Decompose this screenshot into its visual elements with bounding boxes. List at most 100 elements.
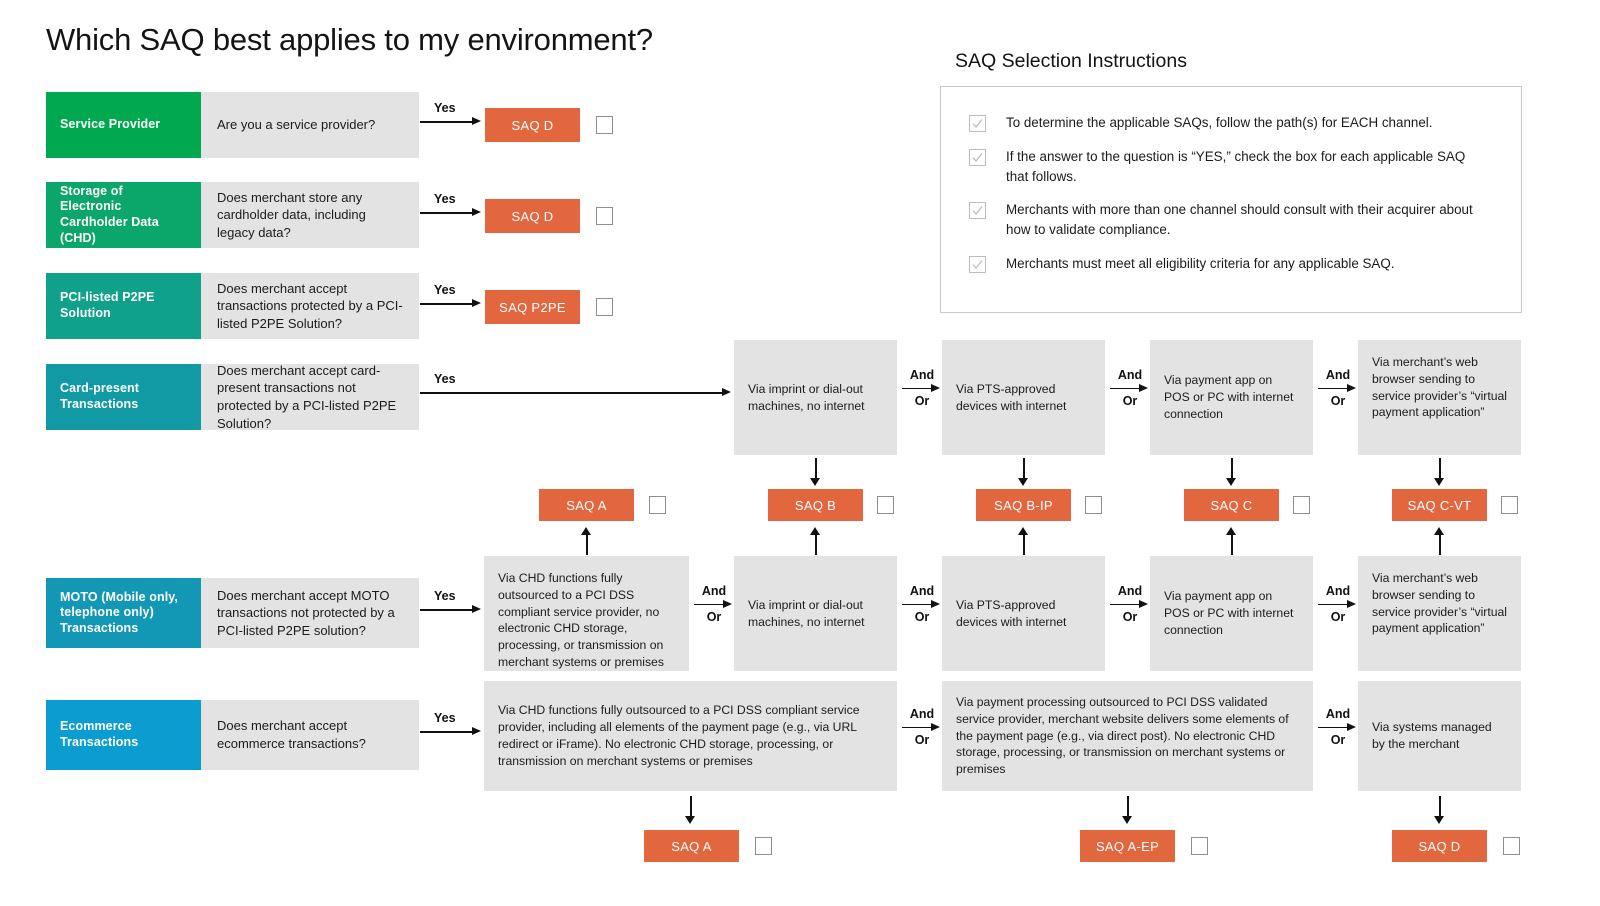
arrow-down-saq-c	[1226, 458, 1238, 486]
saq-checkbox-a-bottom[interactable]	[755, 837, 772, 855]
and-label: And	[909, 707, 935, 721]
moto-option-4: Via payment app on POS or PC with intern…	[1150, 556, 1313, 671]
and-or-connector: And Or	[693, 584, 735, 625]
yes-label: Yes	[434, 372, 456, 386]
saq-chip-a-middle[interactable]: SAQ A	[539, 489, 634, 521]
saq-chip-a-bottom[interactable]: SAQ A	[644, 830, 739, 862]
channel-question: Does merchant accept card-present transa…	[201, 363, 419, 431]
or-label: Or	[914, 393, 930, 408]
saq-chip-b-ip[interactable]: SAQ B-IP	[976, 489, 1071, 521]
and-or-connector: And Or	[901, 368, 943, 409]
saq-chip-c-vt[interactable]: SAQ C-VT	[1392, 489, 1487, 521]
channel-row-p2pe: PCI-listed P2PE Solution Does merchant a…	[46, 273, 419, 339]
moto-option-2: Via imprint or dial-out machines, no int…	[734, 556, 897, 671]
arrow-up-saq-a-middle	[581, 527, 593, 555]
yes-arrow-card-present: Yes	[420, 372, 733, 398]
channel-label: Card-present Transactions	[46, 364, 201, 430]
saq-chip-d-2[interactable]: SAQ D	[485, 199, 580, 233]
moto-option-1: Via CHD functions fully outsourced to a …	[484, 556, 689, 671]
saq-checkbox-a-ep[interactable]	[1191, 837, 1208, 855]
yes-arrow-service-provider: Yes	[420, 101, 482, 127]
saq-checkbox-d-1[interactable]	[596, 116, 613, 134]
channel-label: Ecommerce Transactions	[46, 700, 201, 770]
card-present-option-3: Via payment app on POS or PC with intern…	[1150, 340, 1313, 455]
yes-arrow-moto: Yes	[420, 589, 482, 615]
saq-chip-d-bottom[interactable]: SAQ D	[1392, 830, 1487, 862]
channel-label: PCI-listed P2PE Solution	[46, 273, 201, 339]
yes-label: Yes	[434, 101, 456, 115]
arrow-up-saq-c	[1226, 527, 1238, 555]
checkmark-icon[interactable]	[969, 148, 986, 166]
instructions-panel: To determine the applicable SAQs, follow…	[940, 86, 1522, 313]
arrow-down-saq-a-bottom	[685, 796, 697, 824]
and-or-connector: And Or	[1109, 584, 1151, 625]
channel-question: Does merchant accept transactions protec…	[201, 273, 419, 339]
and-or-connector: And Or	[901, 584, 943, 625]
and-or-connector: And Or	[1317, 707, 1359, 748]
instruction-item[interactable]: If the answer to the question is “YES,” …	[969, 147, 1487, 187]
channel-row-service-provider: Service Provider Are you a service provi…	[46, 92, 419, 158]
yes-label: Yes	[434, 589, 456, 603]
saq-chip-a-ep[interactable]: SAQ A-EP	[1080, 830, 1175, 862]
saq-checkbox-p2pe[interactable]	[596, 298, 613, 316]
and-label: And	[909, 368, 935, 382]
and-label: And	[1117, 368, 1143, 382]
and-or-connector: And Or	[901, 707, 943, 748]
saq-chip-p2pe[interactable]: SAQ P2PE	[485, 290, 580, 324]
saq-checkbox-d-bottom[interactable]	[1503, 837, 1520, 855]
instruction-item[interactable]: Merchants must meet all eligibility crit…	[969, 254, 1487, 274]
yes-label: Yes	[434, 192, 456, 206]
checkmark-icon[interactable]	[969, 115, 986, 132]
channel-label: MOTO (Mobile only, telephone only) Trans…	[46, 578, 201, 648]
arrow-up-saq-c-vt	[1434, 527, 1446, 555]
or-label: Or	[1330, 393, 1346, 408]
ecommerce-option-3: Via systems managed by the merchant	[1358, 681, 1521, 791]
channel-label: Storage of Electronic Cardholder Data (C…	[46, 182, 201, 248]
checkmark-icon[interactable]	[969, 256, 986, 274]
and-or-connector: And Or	[1317, 584, 1359, 625]
or-label: Or	[1122, 393, 1138, 408]
and-label: And	[1325, 368, 1351, 382]
saq-checkbox-d-2[interactable]	[596, 207, 613, 225]
saq-chip-c[interactable]: SAQ C	[1184, 489, 1279, 521]
checkmark-icon[interactable]	[969, 202, 986, 220]
saq-chip-d-1[interactable]: SAQ D	[485, 108, 580, 142]
arrow-up-saq-b-ip	[1018, 527, 1030, 555]
card-present-option-1: Via imprint or dial-out machines, no int…	[734, 340, 897, 455]
instruction-item[interactable]: To determine the applicable SAQs, follow…	[969, 113, 1487, 133]
instruction-text: If the answer to the question is “YES,” …	[1006, 148, 1466, 184]
card-present-option-2: Via PTS-approved devices with internet	[942, 340, 1105, 455]
and-or-connector: And Or	[1317, 368, 1359, 409]
instruction-text: To determine the applicable SAQs, follow…	[1006, 115, 1433, 130]
and-label: And	[1325, 584, 1351, 598]
yes-arrow-chd: Yes	[420, 192, 482, 218]
instruction-text: Merchants with more than one channel sho…	[1006, 202, 1473, 238]
saq-chip-b[interactable]: SAQ B	[768, 489, 863, 521]
channel-label: Service Provider	[46, 92, 201, 158]
and-label: And	[1325, 707, 1351, 721]
arrow-down-saq-a-ep	[1122, 796, 1134, 824]
channel-row-moto: MOTO (Mobile only, telephone only) Trans…	[46, 578, 419, 648]
saq-checkbox-c-vt[interactable]	[1501, 496, 1518, 514]
saq-checkbox-b-ip[interactable]	[1085, 496, 1102, 514]
or-label: Or	[914, 609, 930, 624]
or-label: Or	[1330, 609, 1346, 624]
moto-option-5: Via merchant’s web browser sending to se…	[1358, 556, 1521, 671]
arrow-down-saq-d-bottom	[1434, 796, 1446, 824]
saq-checkbox-a-middle[interactable]	[649, 496, 666, 514]
arrow-down-saq-c-vt	[1434, 458, 1446, 486]
or-label: Or	[1122, 609, 1138, 624]
yes-arrow-ecommerce: Yes	[420, 711, 482, 737]
ecommerce-option-2: Via payment processing outsourced to PCI…	[942, 681, 1313, 791]
instruction-item[interactable]: Merchants with more than one channel sho…	[969, 200, 1487, 240]
channel-question: Are you a service provider?	[201, 92, 419, 158]
saq-checkbox-b[interactable]	[877, 496, 894, 514]
card-present-option-4: Via merchant’s web browser sending to se…	[1358, 340, 1521, 455]
yes-label: Yes	[434, 711, 456, 725]
yes-arrow-p2pe: Yes	[420, 283, 482, 309]
yes-label: Yes	[434, 283, 456, 297]
and-or-connector: And Or	[1109, 368, 1151, 409]
channel-question: Does merchant accept MOTO transactions n…	[201, 578, 419, 648]
saq-checkbox-c[interactable]	[1293, 496, 1310, 514]
moto-option-3: Via PTS-approved devices with internet	[942, 556, 1105, 671]
